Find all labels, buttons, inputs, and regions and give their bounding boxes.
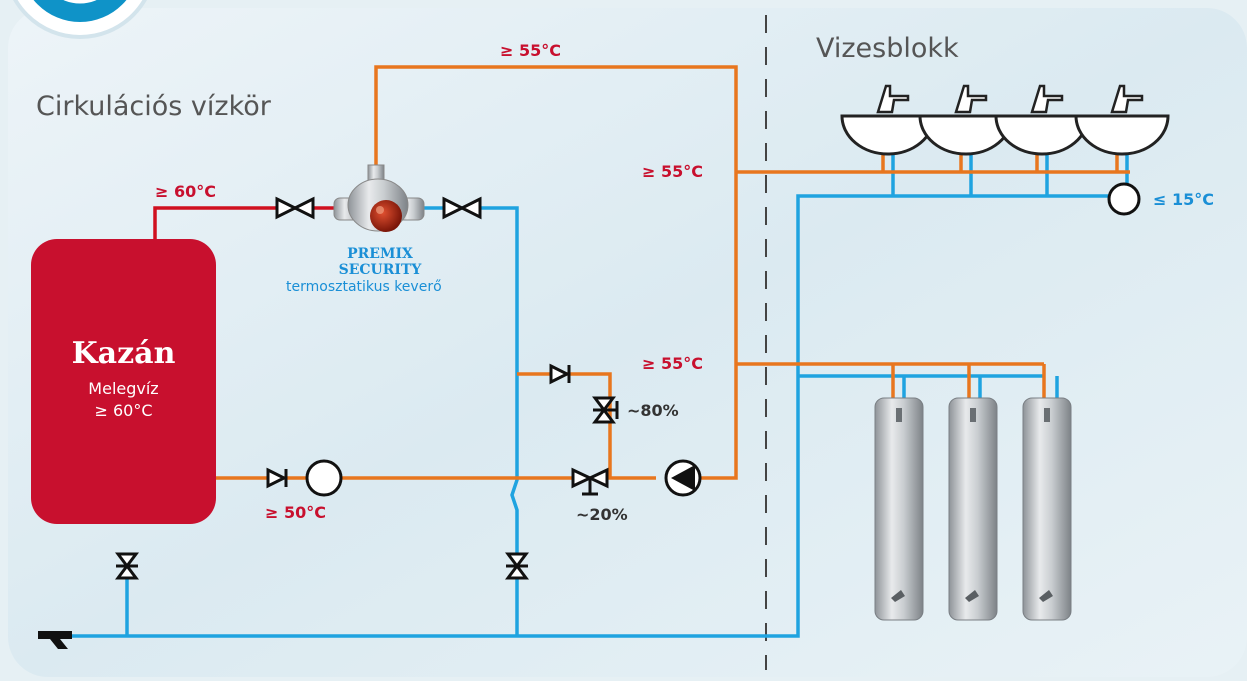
- circulation-title: Cirkulációs vízkör: [36, 91, 271, 122]
- temp-label-top-loop: ≥ 55°C: [500, 41, 561, 60]
- boiler-temp: ≥ 60°C: [94, 401, 153, 420]
- shower-panel-icon: [1022, 397, 1072, 621]
- flow-share-lower: ~20%: [576, 505, 628, 524]
- valve-icon[interactable]: [114, 552, 140, 580]
- washroom-title: Vizesblokk: [816, 33, 959, 64]
- shower-panel-icon: [948, 397, 998, 621]
- mixer-description: termosztatikus keverő: [286, 279, 442, 295]
- flow-share-upper: ~80%: [627, 401, 679, 420]
- mixer-subname: SECURITY: [338, 262, 422, 278]
- boiler-tank: [31, 239, 216, 524]
- drain-icon: [38, 631, 72, 649]
- shower-panel-icon: [874, 397, 924, 621]
- thermometer-icon: [305, 459, 343, 497]
- valve-icon[interactable]: [504, 552, 530, 580]
- boiler-caption: Melegvíz: [88, 379, 159, 398]
- diagram-panel: [8, 8, 1247, 677]
- check-valve-icon[interactable]: [266, 467, 288, 489]
- boiler-title: Kazán: [71, 336, 176, 371]
- check-valve-icon[interactable]: [549, 363, 571, 385]
- mixer-valve-icon[interactable]: [333, 164, 425, 232]
- temp-label-riser-lower: ≥ 55°C: [642, 354, 703, 373]
- logo-badge-icon: [13, 0, 147, 39]
- temp-label-return: ≥ 50°C: [265, 503, 326, 522]
- thermometer-icon: [1107, 182, 1141, 216]
- temp-label-cold: ≤ 15°C: [1153, 190, 1214, 209]
- pump-icon[interactable]: [664, 459, 702, 497]
- balancing-valve-icon[interactable]: [571, 467, 609, 496]
- temp-label-riser-upper: ≥ 55°C: [642, 162, 703, 181]
- mixer-name: PREMIX: [347, 246, 413, 262]
- temp-label-boiler-out: ≥ 60°C: [155, 182, 216, 201]
